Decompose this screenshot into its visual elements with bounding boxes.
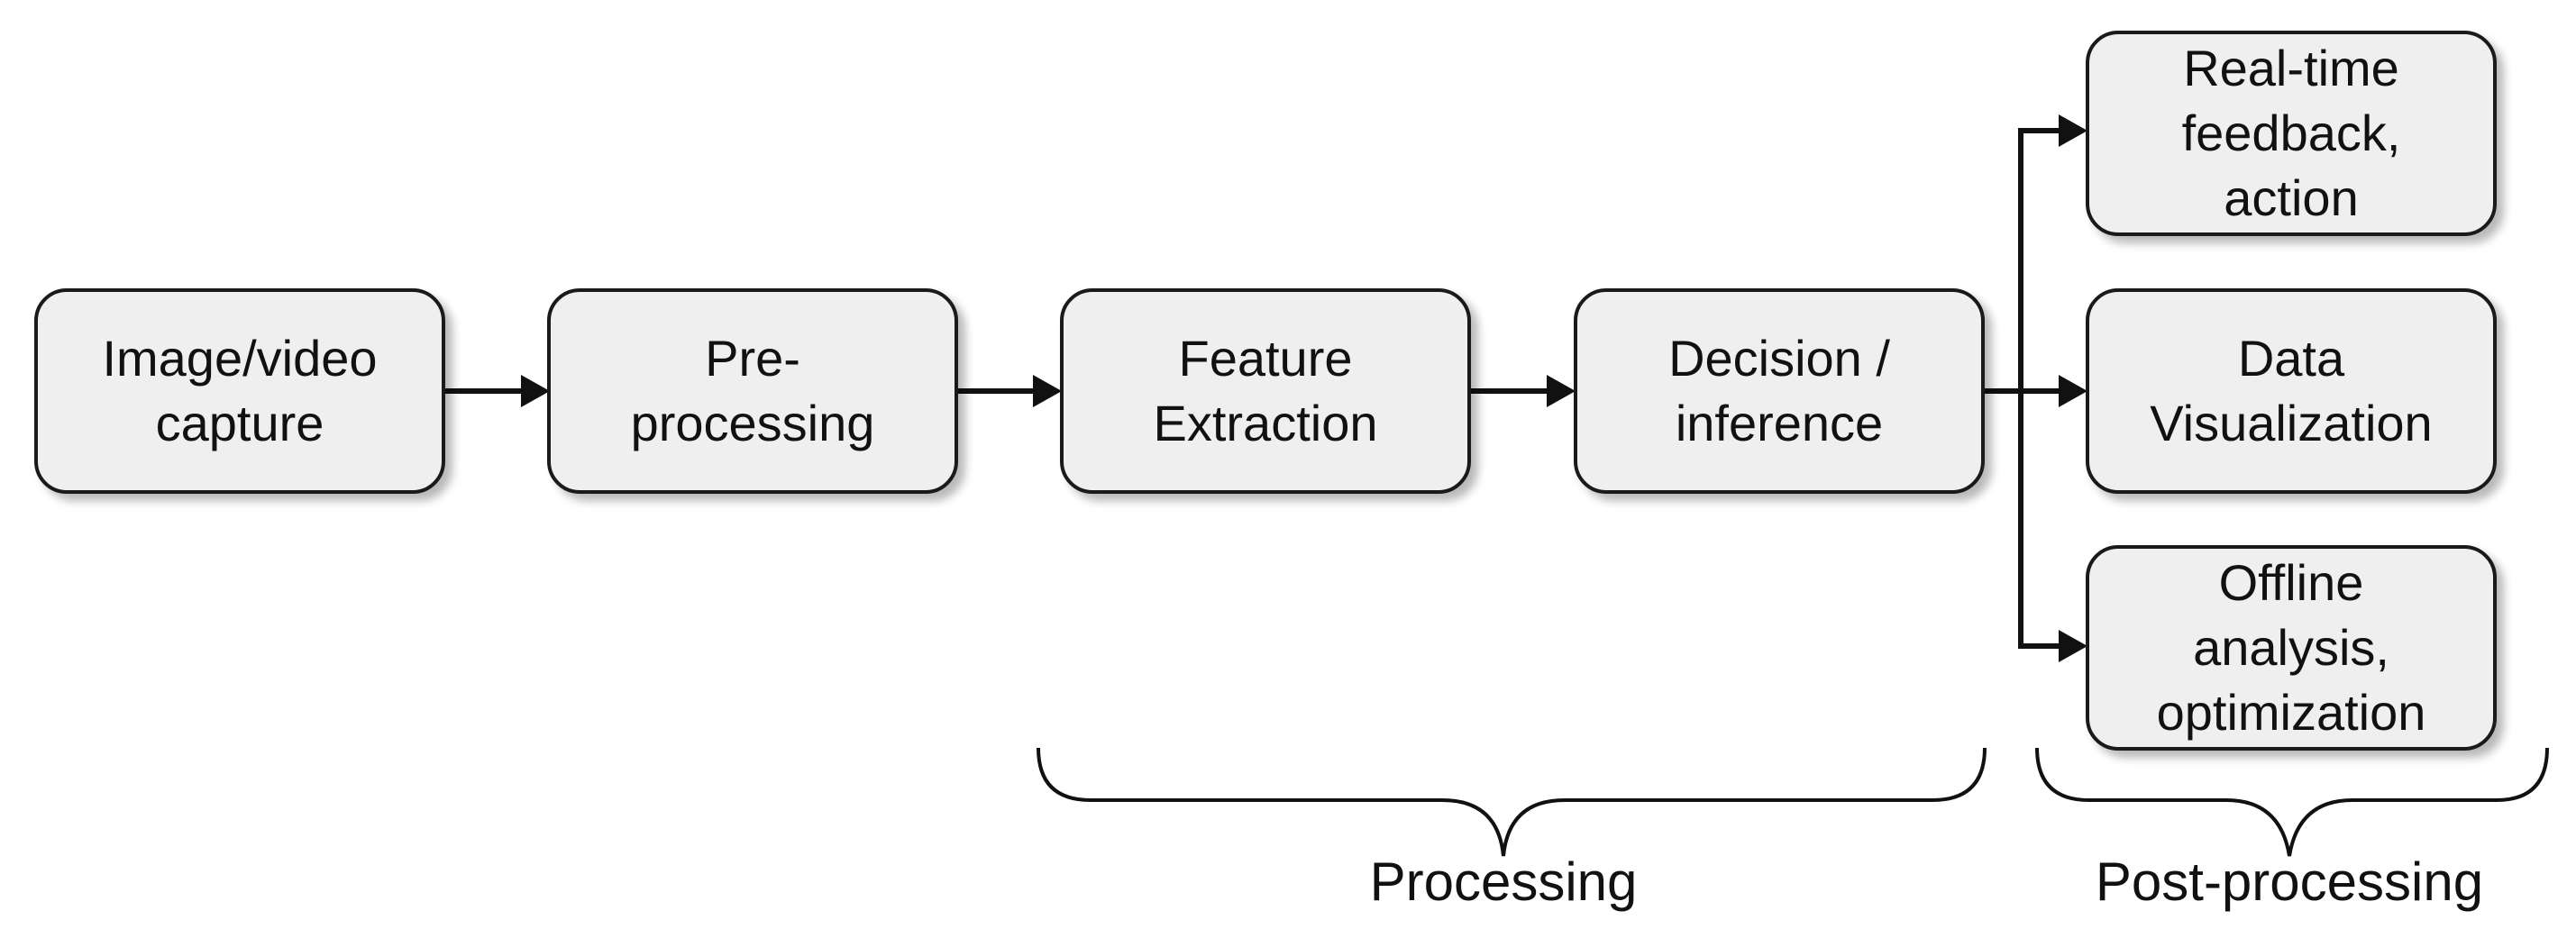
image-video-capture-box: Image/video capture — [34, 288, 445, 494]
realtime-feedback-box: Real-time feedback, action — [2086, 31, 2497, 236]
feature-extraction-box: Feature Extraction — [1060, 288, 1471, 494]
arrowhead-preprocessing — [521, 375, 550, 407]
post-processing-label: Post-processing — [2095, 851, 2484, 912]
processing-brace — [1037, 747, 1987, 857]
arrowhead-visualization — [2059, 375, 2087, 407]
decision-inference-box: Decision / inference — [1574, 288, 1985, 494]
data-visualization-box: Data Visualization — [2086, 288, 2497, 494]
arrowhead-feature — [1033, 375, 1062, 407]
arrowhead-realtime — [2059, 114, 2087, 147]
branch-vertical-bus — [2018, 128, 2082, 649]
arrowhead-offline — [2059, 630, 2087, 662]
arrowhead-decision — [1547, 375, 1576, 407]
post-processing-brace — [2035, 747, 2549, 857]
offline-analysis-box: Offline analysis, optimization — [2086, 545, 2497, 751]
processing-label: Processing — [1369, 851, 1638, 912]
preprocessing-box: Pre- processing — [547, 288, 958, 494]
